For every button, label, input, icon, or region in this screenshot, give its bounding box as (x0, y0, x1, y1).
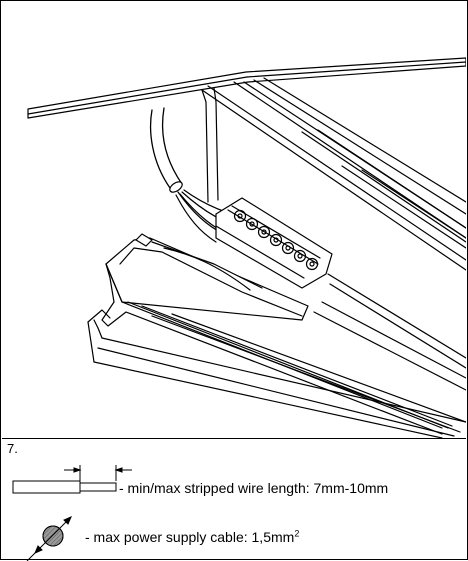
cable-spec-superscript: 2 (294, 528, 300, 539)
section-divider (2, 438, 466, 439)
wire-length-spec: - min/max stripped wire length: 7mm-10mm (1, 459, 467, 499)
stripped-wire-icon (12, 465, 132, 494)
installation-illustration (27, 57, 466, 438)
cable-cross-section-icon (26, 516, 72, 561)
cable-spec: - max power supply cable: 1,5mm2 (1, 509, 467, 561)
terminal-screws (233, 209, 319, 271)
lamp-body (101, 233, 466, 435)
profile-edges (313, 273, 466, 391)
terminal-block (215, 197, 333, 289)
cable-spec-text: - max power supply cable: 1,5mm2 (85, 529, 299, 545)
ceiling-plate (27, 57, 466, 119)
mounting-profile (201, 77, 466, 271)
wire-length-text: - min/max stripped wire length: 7mm-10mm (119, 480, 389, 496)
diffuser-profile (87, 309, 466, 438)
step-number: 7. (7, 441, 18, 456)
cable-spec-label: - max power supply cable: 1,5mm (85, 529, 295, 545)
